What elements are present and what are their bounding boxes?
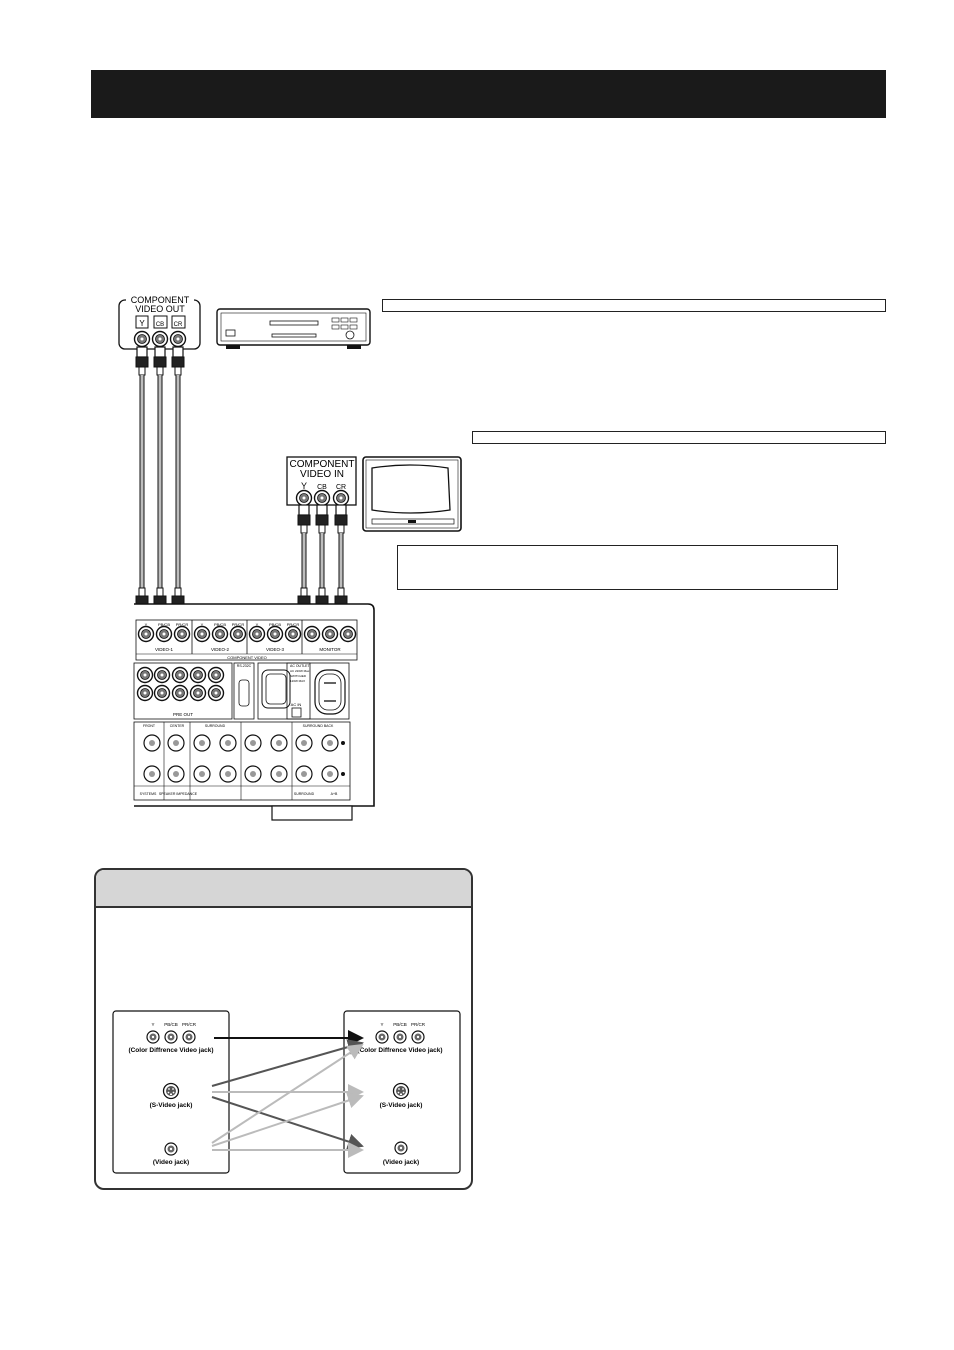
rx-jack-label-y: Y	[145, 622, 148, 627]
rx-jack-label-pr: PR/CR	[176, 622, 189, 627]
rx-rs232-label: RS-232C	[237, 664, 252, 668]
rx-jack-label-pb-3: PB/CB	[269, 622, 281, 627]
rx-ac-outlet-label: AC OUTLET	[290, 664, 311, 668]
video-conversion-panel-header	[96, 870, 471, 908]
rx-jack-label-pr-2: PR/CR	[232, 622, 245, 627]
rx-speaker-surround-back: SURROUND BACK	[303, 724, 334, 728]
rx-bottom-ab: A+B	[331, 792, 338, 796]
monitor-jack-y: Y	[301, 481, 307, 491]
monitor-label-bar	[472, 431, 886, 444]
rx-bottom-surround: SURROUND	[294, 792, 315, 796]
tv-monitor-illustration	[362, 456, 462, 532]
rx-ac-in-label: AC IN	[291, 702, 302, 707]
rx-jack-label-y-2: Y	[201, 622, 204, 627]
rx-component-video-label: COMPONENT VIDEO	[227, 655, 267, 660]
rx-speaker-front: FRONT	[143, 724, 156, 728]
rx-speaker-center: CENTER	[170, 724, 185, 728]
rx-input-video1: VIDEO-1	[155, 647, 174, 652]
connection-diagram: COMPONENT VIDEO OUT Y CB CR	[118, 294, 462, 821]
monitor-jack-cr: CR	[336, 484, 346, 491]
source-jack-cb: CB	[156, 322, 164, 328]
receiver-rear-panel: Y PB/CB PR/CR Y PB/CB PR/CR Y PB/CB PR/C…	[133, 603, 375, 821]
monitor-in-title-1: COMPONENT	[290, 459, 355, 470]
video-conversion-panel	[94, 868, 473, 1190]
source-to-receiver-cables	[135, 346, 185, 617]
source-jack-y: Y	[139, 319, 145, 328]
monitor-jack-cb: CB	[317, 484, 327, 491]
rx-ac-outlet-spec-2: SWITCHED	[290, 674, 307, 678]
rx-jack-label-pr-3: PR/CR	[287, 622, 300, 627]
rx-ac-outlet-spec-1: AC 220W Max	[290, 669, 310, 673]
rx-input-video3: VIDEO-3	[266, 647, 285, 652]
rx-preout-label: PRE OUT	[173, 712, 193, 717]
rx-bottom-impedance: SPEAKER IMPEDANCE	[159, 792, 198, 796]
source-component-video-out-box: COMPONENT VIDEO OUT Y CB CR	[118, 294, 201, 350]
section-header-bar	[91, 70, 886, 118]
note-box	[397, 545, 838, 590]
monitor-to-receiver-cables	[297, 504, 348, 617]
monitor-component-video-in-box: COMPONENT VIDEO IN Y CB CR	[286, 456, 357, 507]
source-out-title-2: VIDEO OUT	[135, 304, 185, 314]
rx-input-monitor: MONITOR	[319, 647, 341, 652]
rx-jack-label-y-3: Y	[256, 622, 259, 627]
monitor-in-title-2: VIDEO IN	[300, 469, 344, 480]
rx-ac-outlet-spec-3: 120W MAX	[290, 679, 305, 683]
rx-input-video2: VIDEO-2	[211, 647, 230, 652]
rx-jack-label-pb-2: PB/CB	[214, 622, 226, 627]
rx-jack-label-pb: PB/CB	[158, 622, 170, 627]
dvd-player-illustration	[216, 308, 371, 349]
rx-bottom-systems: SYSTEMS	[140, 792, 157, 796]
source-out-title-1: COMPONENT	[131, 295, 190, 305]
source-device-label-bar	[382, 299, 886, 312]
source-jack-cr: CR	[174, 322, 183, 328]
rx-speaker-surround: SURROUND	[205, 724, 226, 728]
